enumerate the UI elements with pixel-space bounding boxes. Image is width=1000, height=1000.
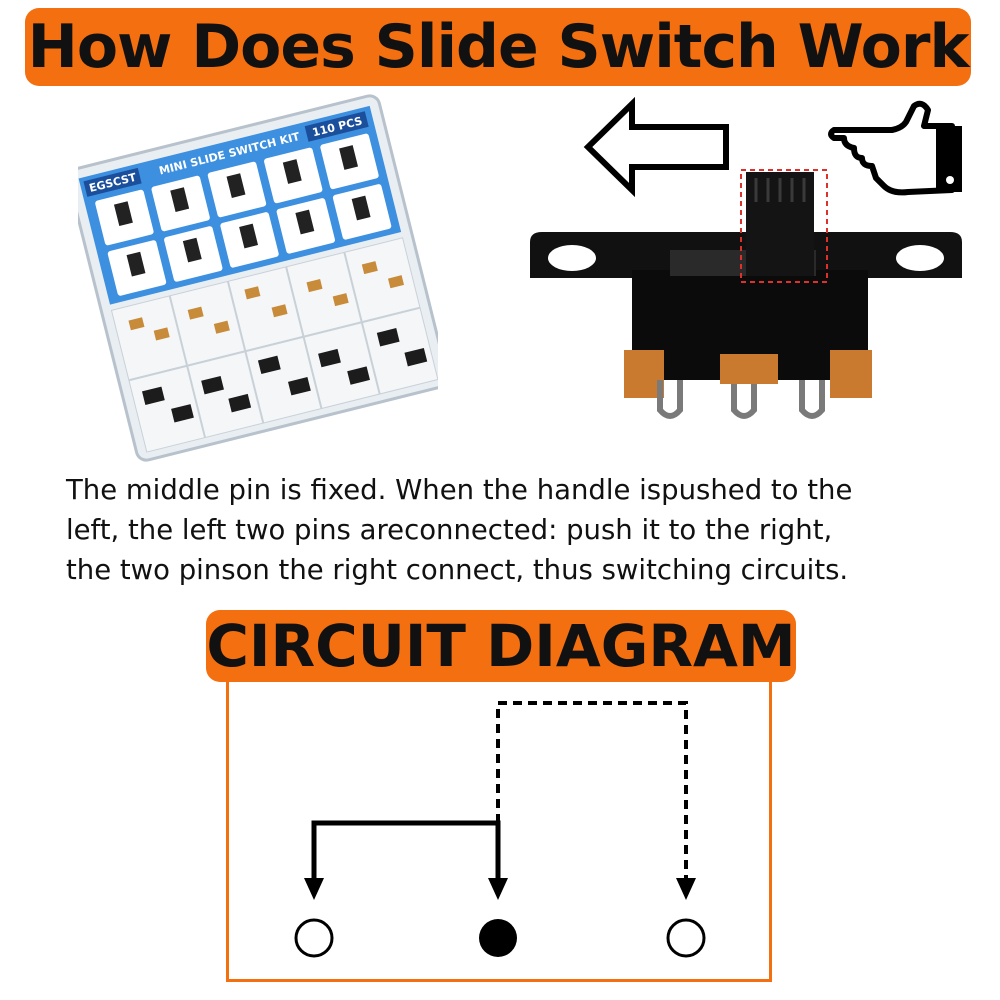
description: The middle pin is fixed. When the handle… [66, 470, 966, 590]
page-title: How Does Slide Switch Work [27, 12, 970, 82]
middle-pin [479, 919, 517, 957]
circuit-diagram-frame [226, 678, 772, 982]
arrow-right-pin [676, 878, 696, 900]
dashed-connection [496, 701, 696, 900]
kit-box-photo: EGSCST MINI SLIDE SWITCH KIT 110 PCS [78, 94, 438, 462]
circuit-diagram [294, 701, 706, 958]
description-line: the two pinson the right connect, thus s… [66, 554, 849, 586]
pointing-hand-icon [828, 100, 962, 196]
left-pin [294, 918, 334, 958]
slide-switch-photo [530, 96, 962, 419]
right-pin [666, 918, 706, 958]
description-line: The middle pin is fixed. When the handle… [66, 474, 853, 506]
description-line: left, the left two pins areconnected: pu… [66, 514, 833, 546]
left-arrow-icon [583, 96, 729, 198]
arrow-left-pin [304, 878, 324, 900]
title-banner: How Does Slide Switch Work [25, 8, 971, 86]
circuit-diagram-banner: CIRCUIT DIAGRAM [206, 610, 796, 682]
circuit-diagram-heading: CIRCUIT DIAGRAM [206, 612, 796, 680]
arrow-middle-pin [488, 878, 508, 900]
solid-connection [304, 820, 508, 900]
